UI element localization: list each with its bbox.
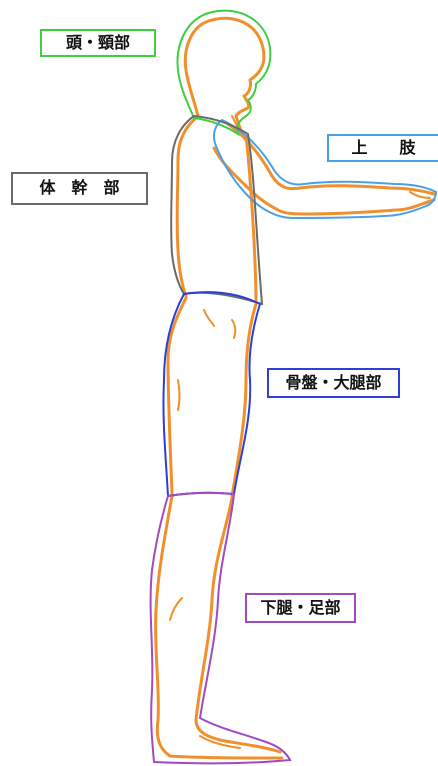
label-upper-limb: 上 肢 — [327, 134, 438, 162]
torso-back-outline — [175, 116, 198, 298]
lower-leg-foot-region — [149, 491, 292, 765]
arm-outline-top — [226, 122, 436, 196]
thigh-back-outline — [166, 296, 188, 496]
detail-lines — [169, 115, 431, 749]
trunk-region — [170, 114, 264, 306]
label-lower-leg-foot: 下腿・足部 — [245, 593, 356, 623]
foot-sole-outline — [168, 754, 284, 760]
body-outline — [154, 16, 436, 760]
shin-front-outline — [194, 496, 282, 754]
arm-outline-bottom — [212, 146, 436, 216]
upper-limb-region — [213, 118, 438, 220]
label-pelvis-thigh: 骨盤・大腿部 — [267, 368, 400, 398]
head-outline — [183, 16, 266, 136]
head-neck-region — [176, 9, 272, 137]
torso-front-outline — [244, 134, 258, 302]
label-trunk: 体 幹 部 — [11, 172, 148, 205]
thigh-front-outline — [230, 302, 258, 498]
label-head-neck: 頭・頸部 — [40, 29, 156, 57]
shin-back-outline — [154, 494, 174, 758]
